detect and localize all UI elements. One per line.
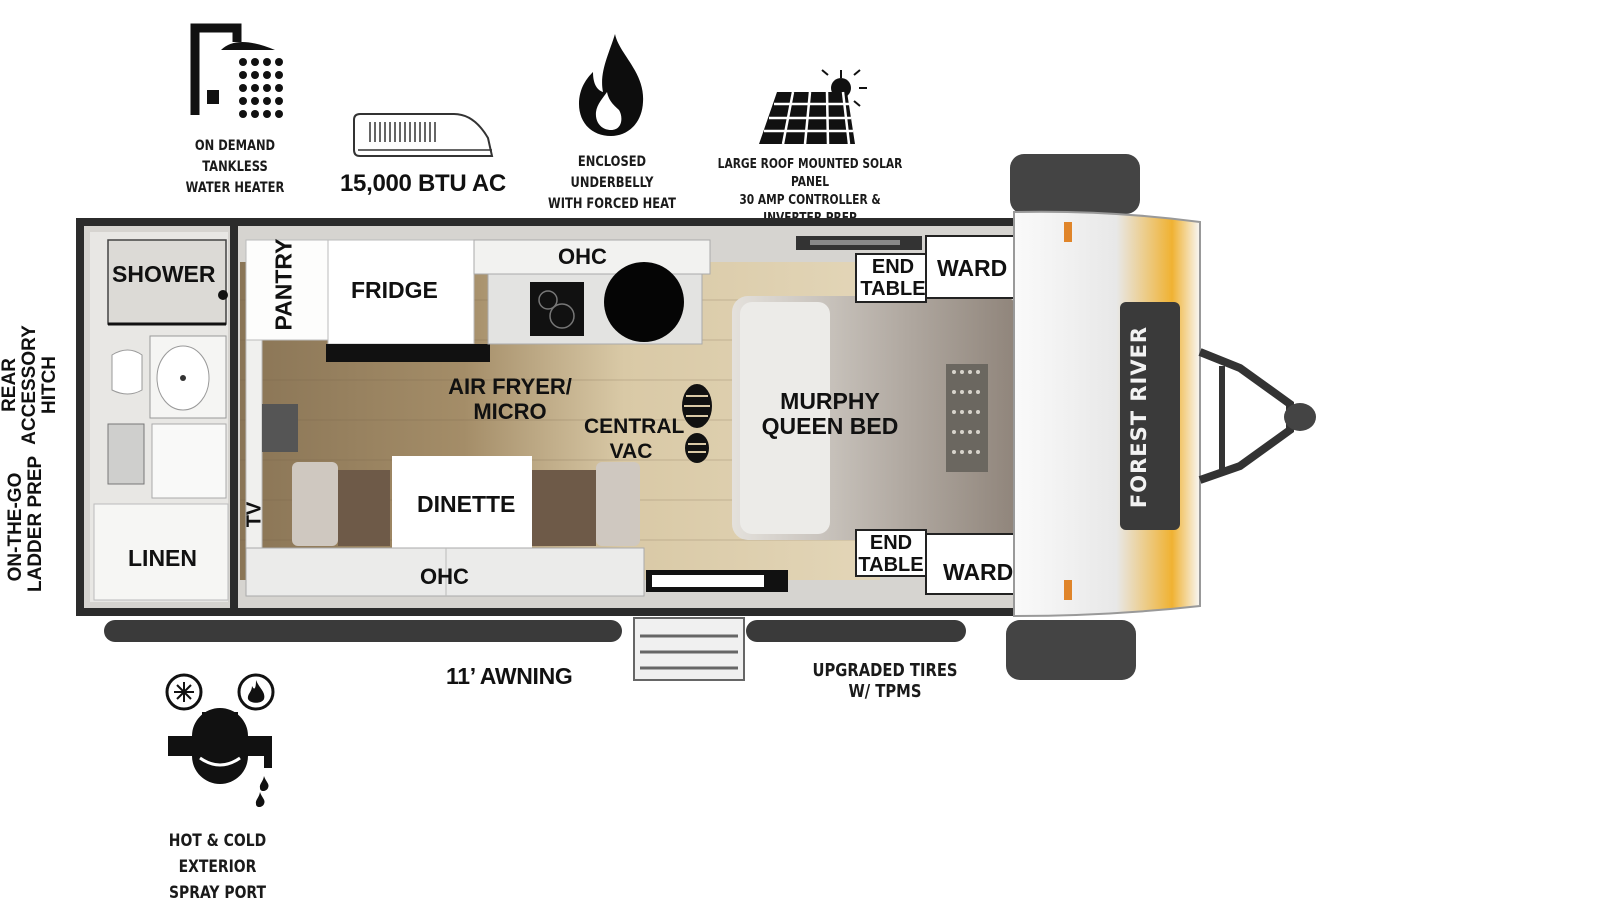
shower-label: SHOWER [112,261,216,287]
ohc-bottom-label: OHC [420,564,469,589]
linen-label: LINEN [128,545,197,571]
air-fryer-label: AIR FRYER/MICRO [448,374,572,424]
ac-unit-icon [353,113,494,157]
fridge-label: FRIDGE [351,277,438,303]
spray-faucet-icon [165,673,275,807]
dinette-label: DINETTE [417,491,516,517]
solar-panel-icon [759,69,867,145]
ac-label: 15,000 BTU AC [340,170,506,197]
flame-icon [579,34,644,136]
shower-icon [190,23,283,118]
brand-logo: FOREST RIVER [1127,325,1151,509]
ohc-top-label: OHC [558,244,607,269]
ward-top-label: WARD [937,255,1008,281]
pantry-label: PANTRY [270,238,297,331]
awning-label: 11’ AWNING [446,663,573,689]
ward-bottom-label: WARD [943,559,1014,585]
tv-label: TV [243,501,266,528]
